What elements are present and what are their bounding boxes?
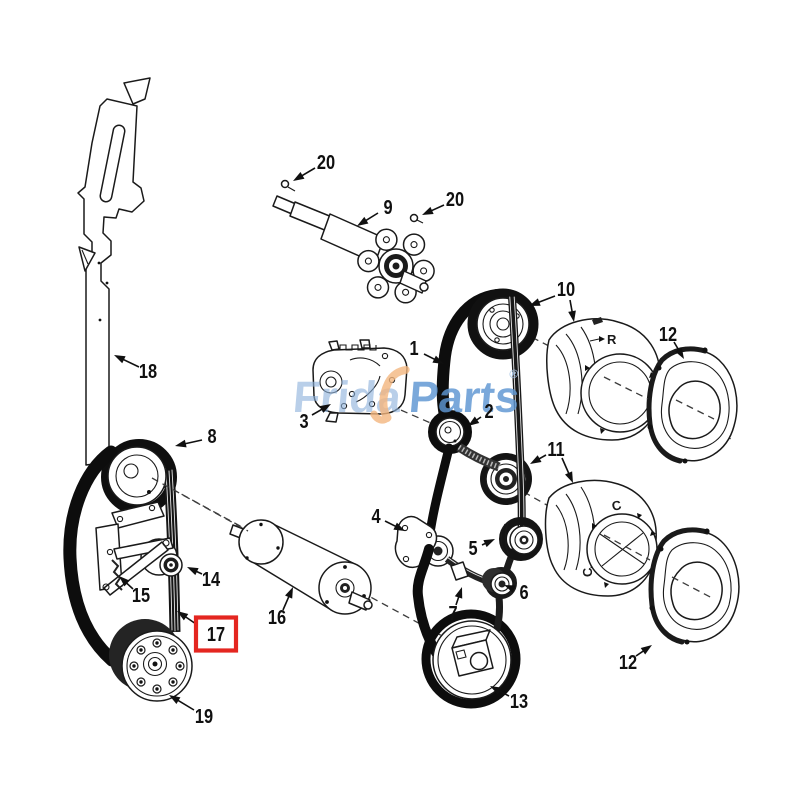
callout-arrowhead (483, 539, 495, 548)
callout-arrowhead (422, 206, 434, 215)
callout-arrowhead (640, 645, 652, 655)
part-9-shaft-assembly (272, 179, 435, 304)
callout-label-9: 9 (383, 195, 392, 218)
belt-1-drive (423, 288, 539, 557)
left-belt-drive (63, 439, 249, 702)
callout-arrowhead (169, 695, 181, 705)
belt-back-span (456, 443, 501, 472)
callout-arrowhead (357, 216, 369, 226)
callout-layer: 18 20 9 20 10 1 12 3 2 11 8 4 5 14 15 16 6 7 17 19 13 12 (114, 150, 684, 727)
callout-label-16: 16 (268, 605, 286, 628)
callout-label-8: 8 (207, 424, 216, 447)
part-2-pulley (435, 417, 465, 447)
callout-arrowhead (187, 567, 199, 576)
part-6-pulley (482, 568, 514, 596)
top-pulley (476, 297, 530, 351)
callout-arrowhead (285, 587, 293, 599)
callout-label-12: 12 (659, 322, 677, 345)
callout-label-6: 6 (519, 580, 528, 603)
part-13-pulley (432, 620, 512, 700)
callout-label-11: 11 (547, 437, 564, 460)
watermark-registered-mark: ® (509, 367, 519, 381)
callout-arrowhead (319, 404, 331, 413)
callout-arrowhead (119, 576, 130, 587)
part-5-idler-pulley (500, 520, 539, 556)
callout-line (120, 357, 140, 368)
fan-rotation-marking-c: C (610, 497, 623, 514)
part-20-screw (280, 179, 296, 192)
callout-label-1: 1 (409, 336, 418, 359)
callout-label-15: 15 (132, 583, 150, 606)
callout-arrowhead (432, 355, 444, 364)
callout-label-12: 12 (619, 650, 637, 673)
callout-label-10: 10 (557, 277, 575, 300)
lower-belt-drive (394, 515, 543, 709)
watermark-text-parts: Parts (407, 373, 521, 422)
callout-label-20: 20 (446, 187, 464, 210)
part-10-fan-wheel: R (546, 317, 661, 441)
callout-label-19: 19 (195, 704, 213, 727)
belt-wrap-pulley-5 (499, 517, 543, 561)
part-11-fan-wheel: C C (544, 479, 658, 597)
callout-arrowhead (175, 439, 187, 448)
part-12-cover-top (648, 348, 737, 464)
callout-label-13: 13 (510, 689, 528, 712)
callout-arrowhead (568, 310, 576, 322)
part-17-belt-left-span (63, 445, 119, 667)
highlight-box-17 (193, 615, 239, 653)
star-flange (357, 228, 435, 304)
callout-arrowhead (504, 585, 516, 593)
callout-label-17: 17 (207, 622, 225, 645)
callout-arrowhead (530, 455, 542, 464)
callout-line (561, 457, 571, 476)
part-18-shield-bracket (77, 77, 151, 466)
part-8-pulley (107, 446, 167, 506)
part-12-cover-bottom (650, 529, 739, 645)
callout-label-20: 20 (317, 150, 335, 173)
callout-label-2: 2 (484, 399, 493, 422)
part-20-screw (409, 213, 424, 224)
callout-arrowhead (468, 416, 480, 426)
part-19-pulley (121, 630, 193, 702)
callout-line (182, 439, 203, 446)
callout-label-4: 4 (371, 504, 381, 527)
watermark: Frida Parts ® (291, 366, 521, 424)
callout-arrowhead (490, 686, 502, 695)
belt-wrap-pulley-13 (421, 609, 521, 709)
watermark-swoosh-icon (370, 366, 410, 424)
part-15-tensioner (95, 501, 174, 596)
part-7-belt-guide (450, 561, 469, 581)
callout-arrowhead (675, 347, 684, 359)
part-16-drum-roller (229, 519, 373, 615)
callout-arrowhead (114, 355, 126, 364)
fan-rotation-marking-c: C (580, 566, 596, 577)
callout-label-3: 3 (299, 409, 308, 432)
callout-arrowhead (565, 471, 573, 483)
callout-label-18: 18 (139, 359, 157, 382)
callout-arrowhead (529, 298, 541, 306)
callout-label-14: 14 (202, 567, 221, 590)
callout-line (536, 295, 556, 304)
callout-line (175, 698, 195, 711)
callout-arrowhead (177, 611, 189, 621)
belt-wrap-top-pulley (467, 288, 539, 360)
callout-label-7: 7 (448, 601, 457, 624)
callout-arrowhead (293, 172, 305, 181)
callout-arrowhead (454, 587, 463, 599)
callout-arrowhead (393, 522, 405, 531)
fan-rotation-marking-r: R (607, 332, 617, 347)
callout-label-5: 5 (468, 536, 477, 559)
